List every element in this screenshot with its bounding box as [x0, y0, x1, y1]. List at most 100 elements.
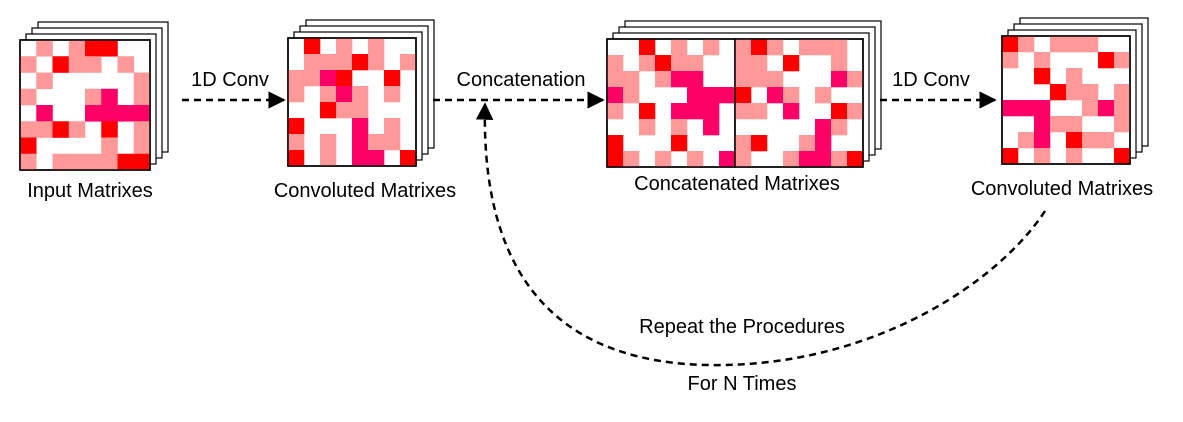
matrix-cell [352, 86, 369, 103]
matrix-cell [751, 103, 768, 120]
matrix-cell [751, 135, 768, 152]
matrix-cell [1098, 100, 1115, 117]
matrix-cell [320, 70, 337, 87]
matrix-cell [304, 70, 321, 87]
matrix-cell [703, 39, 720, 56]
matrix-cell [607, 135, 624, 152]
loop-label-line1: Repeat the Procedures [639, 316, 845, 338]
matrix-cell [815, 135, 832, 152]
matrix-cell [1114, 100, 1131, 117]
matrix-cell [85, 88, 102, 106]
matrix-cell [320, 86, 337, 103]
matrix-cell [1050, 36, 1067, 53]
matrix-cell [671, 103, 688, 120]
matrix-cell [368, 54, 385, 71]
matrix-cell [368, 38, 385, 55]
front-matrix-0-border [1001, 35, 1131, 165]
matrix-cell [1082, 100, 1099, 117]
front-matrix-0-border [19, 39, 151, 171]
matrix-cell [831, 39, 848, 56]
matrix-cell [1066, 148, 1083, 165]
matrix-cell [101, 105, 118, 122]
matrix-cell [751, 55, 768, 72]
matrix-cell [783, 151, 800, 168]
matrix-cell [101, 137, 118, 155]
matrix-cell [400, 150, 417, 167]
matrix-cell [831, 55, 848, 72]
matrix-cell [815, 151, 832, 168]
matrix-cell [133, 121, 151, 138]
concatenation-arrow-label: Concatenation [457, 69, 586, 91]
matrix-cell [320, 150, 337, 167]
matrix-cell [117, 153, 135, 171]
matrix-cell [1082, 84, 1099, 101]
convoluted-matrix-stack-2 [1001, 17, 1149, 165]
matrix-cell [1082, 36, 1099, 53]
matrix-cell [671, 71, 688, 88]
matrix-cell [400, 54, 417, 71]
matrix-cell [101, 88, 118, 106]
matrix-cell [655, 55, 672, 72]
matrix-cell [68, 40, 86, 57]
matrix-cell [85, 40, 102, 57]
matrix-cell [847, 103, 864, 120]
matrix-cell [1066, 84, 1083, 101]
matrix-cell [133, 153, 151, 171]
matrix-cell [1114, 148, 1131, 165]
matrix-cell [117, 105, 135, 122]
matrix-cell [20, 56, 37, 73]
matrix-cell [384, 134, 401, 151]
matrix-cell [1034, 52, 1051, 69]
matrix-cell [288, 70, 305, 87]
matrix-cell [36, 105, 53, 122]
input-label: Input Matrixes [27, 180, 153, 202]
matrix-cell [703, 87, 720, 104]
matrix-cell [1018, 132, 1035, 149]
conv1-arrow-label: 1D Conv [191, 69, 269, 91]
matrix-cell [607, 151, 624, 168]
matrix-cell [352, 150, 369, 167]
matrix-cell [36, 72, 53, 90]
matrix-cell [735, 103, 752, 120]
matrix-cell [52, 153, 70, 171]
matrix-cell [1002, 36, 1019, 53]
matrix-cell [799, 135, 816, 152]
matrix-cell [336, 70, 353, 87]
matrix-cell [1002, 100, 1019, 117]
matrix-cell [1018, 100, 1035, 117]
matrix-cell [133, 137, 151, 155]
matrix-cell [1034, 116, 1051, 133]
matrix-cell [368, 150, 385, 167]
matrix-cell [639, 39, 656, 56]
matrix-cell [101, 153, 118, 171]
matrix-cell [639, 119, 656, 136]
concatenated-label: Concatenated Matrixes [634, 173, 840, 195]
conv1-label: Convoluted Matrixes [274, 180, 456, 202]
matrix-cell [799, 39, 816, 56]
matrix-cell [735, 39, 752, 56]
matrix-cell [52, 121, 70, 138]
matrix-cell [68, 56, 86, 73]
matrix-cell [20, 153, 37, 171]
matrix-cell [288, 134, 305, 151]
matrix-cell [1114, 84, 1131, 101]
matrix-cell [368, 134, 385, 151]
matrix-cell [703, 119, 720, 136]
matrix-cell [1098, 52, 1115, 69]
matrix-cell [101, 121, 118, 138]
matrix-cell [1002, 148, 1019, 165]
matrix-cell [36, 40, 53, 57]
matrix-cell [1066, 68, 1083, 85]
matrix-cell [815, 119, 832, 136]
matrix-cell [68, 153, 86, 171]
matrix-cell [767, 71, 784, 88]
matrix-cell [623, 87, 640, 104]
matrix-cell [1034, 68, 1051, 85]
matrix-cell [133, 72, 151, 90]
matrix-cell [320, 54, 337, 71]
matrix-cell [20, 121, 37, 138]
matrix-cell [831, 119, 848, 136]
front-matrix-0-border [287, 37, 417, 167]
matrix-cell [320, 134, 337, 151]
